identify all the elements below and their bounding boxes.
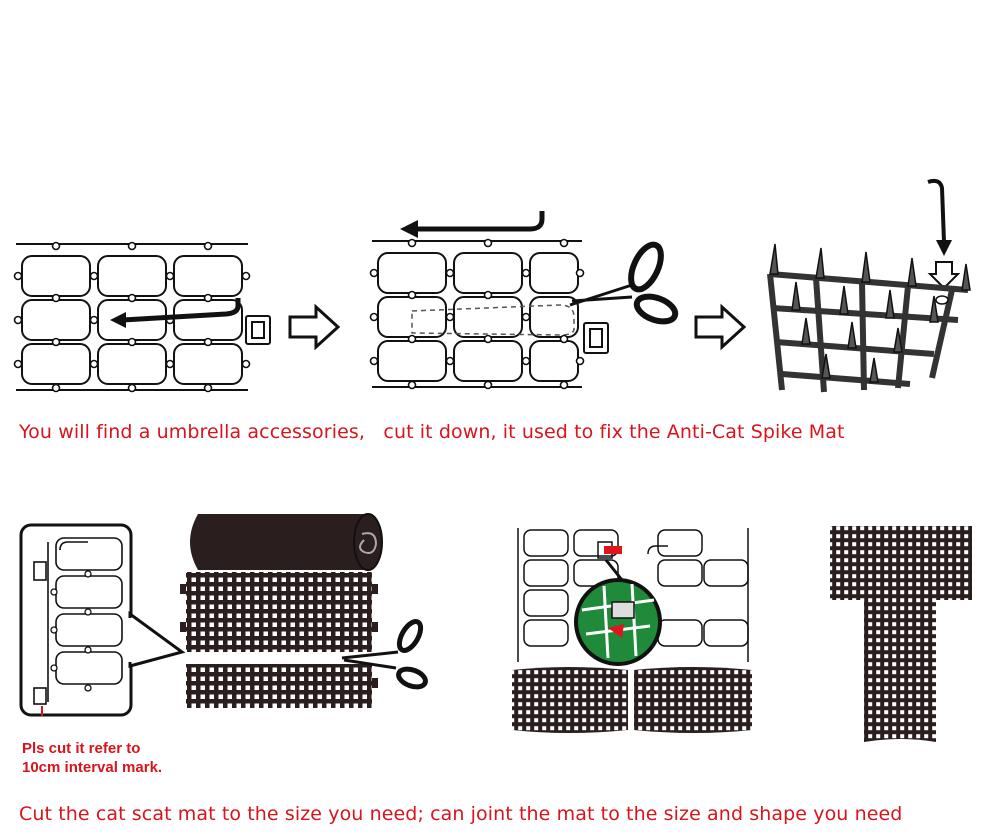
mat-grid-illustration <box>13 241 271 393</box>
spike-mat-illustration <box>767 178 971 393</box>
mat-grid-cut-illustration <box>369 211 679 390</box>
mat-with-hook-panel <box>13 238 276 398</box>
join-mats-illustration <box>512 528 752 733</box>
top-caption: You will find a umbrella accessories, cu… <box>19 421 845 443</box>
join-mats-panel <box>508 524 758 740</box>
bottom-caption: Cut the cat scat mat to the size you nee… <box>19 803 903 825</box>
spike-mat-panel <box>762 178 984 400</box>
mat-roll-panel <box>180 512 430 712</box>
arrow-right-outline-icon <box>694 303 747 351</box>
mat-roll-illustration <box>180 513 428 708</box>
roll-icon <box>190 513 383 571</box>
hook-arrow-icon <box>400 211 545 238</box>
interval-mark-illustration <box>19 523 186 717</box>
scissors-icon <box>341 619 428 690</box>
interval-mark-callout <box>18 522 186 718</box>
interval-mark-note: Pls cut it refer to 10cm interval mark. <box>22 739 162 777</box>
t-shape-mat-panel <box>826 524 976 746</box>
scissors-icon <box>569 241 679 325</box>
t-shape-mat-illustration <box>830 526 972 742</box>
arrow-right-outline-icon <box>288 303 341 351</box>
note-line-1: Pls cut it refer to <box>22 740 141 757</box>
note-line-2: 10cm interval mark. <box>22 759 163 776</box>
cut-hook-panel <box>369 205 690 395</box>
hook-arrow-icon <box>110 298 241 328</box>
